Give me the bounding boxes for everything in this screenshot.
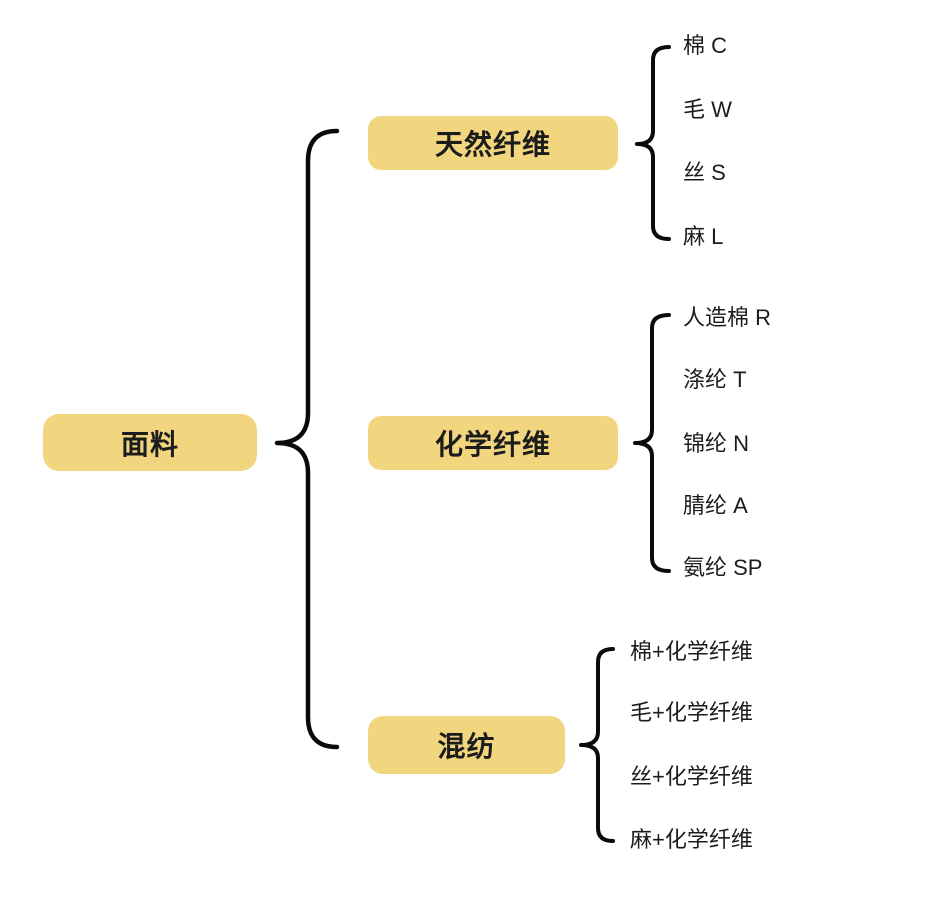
leaf-polyester: 涤纶 T xyxy=(683,367,747,392)
brace-chemical-fiber xyxy=(633,313,671,573)
brace-blend xyxy=(579,647,615,843)
node-chemical-fiber: 化学纤维 xyxy=(368,416,618,470)
leaf-rayon: 人造棉 R xyxy=(683,305,772,330)
leaf-cotton-blend: 棉+化学纤维 xyxy=(630,639,753,664)
leaf-nylon: 锦纶 N xyxy=(683,431,750,456)
node-blend: 混纺 xyxy=(368,716,565,774)
leaf-acrylic: 腈纶 A xyxy=(683,493,748,518)
leaf-wool-blend: 毛+化学纤维 xyxy=(630,700,753,725)
brace-natural-fiber xyxy=(635,45,671,241)
leaf-silk: 丝 S xyxy=(683,160,726,185)
leaf-wool: 毛 W xyxy=(683,97,732,122)
leaf-linen-blend: 麻+化学纤维 xyxy=(630,827,753,852)
node-natural-fiber: 天然纤维 xyxy=(368,116,618,170)
leaf-silk-blend: 丝+化学纤维 xyxy=(630,764,753,789)
leaf-cotton: 棉 C xyxy=(683,33,728,58)
node-fabric-root: 面料 xyxy=(43,414,257,471)
leaf-linen: 麻 L xyxy=(683,224,724,249)
leaf-spandex: 氨纶 SP xyxy=(683,555,763,580)
brace-root xyxy=(274,128,340,750)
